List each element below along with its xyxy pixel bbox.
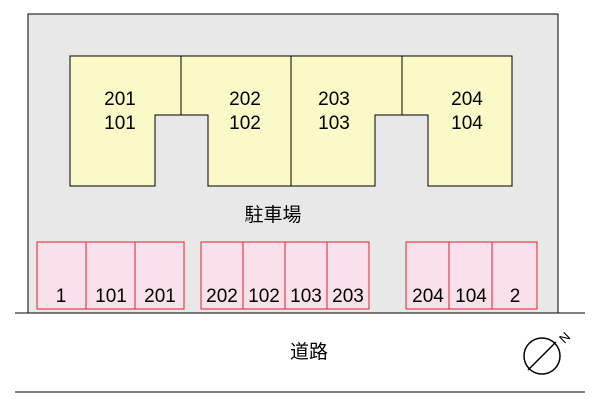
road-label: 道路 [290, 341, 328, 363]
parking-space-label: 203 [332, 286, 364, 307]
north-arrow-icon: N [523, 329, 573, 375]
unit-4 [401, 55, 513, 187]
parking-space [326, 241, 370, 310]
unit-3-lower-number: 103 [318, 113, 350, 134]
parking-space-label: 204 [412, 286, 444, 307]
parking-space [284, 241, 328, 310]
parking-space [242, 241, 286, 310]
parking-space-label: 1 [56, 286, 67, 307]
parking-area-label: 駐車場 [244, 204, 301, 226]
unit-1-lower-number: 101 [104, 113, 136, 134]
parking-space [448, 241, 493, 310]
parking-space-label: 104 [455, 286, 487, 307]
parking-space [36, 241, 87, 310]
parking-space-label: 2 [510, 286, 521, 307]
unit-4-lower-number: 104 [451, 113, 483, 134]
parking-space-label: 103 [290, 286, 322, 307]
unit-3-upper-number: 203 [318, 89, 350, 110]
unit-4-upper-number: 204 [451, 89, 483, 110]
parking-space-label: 202 [206, 286, 238, 307]
parking-space-label: 102 [248, 286, 280, 307]
unit-2-lower-number: 102 [229, 113, 261, 134]
building: 201 101 202 102 203 103 204 104 [69, 55, 513, 187]
parking-space-labels: 1 101 201 202 102 103 203 204 104 2 [56, 286, 521, 307]
parking-space-label: 201 [144, 286, 176, 307]
parking-space-label: 101 [95, 286, 127, 307]
unit-2-upper-number: 202 [229, 89, 261, 110]
parking-space [200, 241, 244, 310]
parking-spaces [36, 241, 538, 310]
parking-space [134, 241, 185, 310]
unit-1-upper-number: 201 [104, 89, 136, 110]
parking-space [405, 241, 450, 310]
parking-space [491, 241, 538, 310]
north-letter: N [556, 329, 573, 346]
